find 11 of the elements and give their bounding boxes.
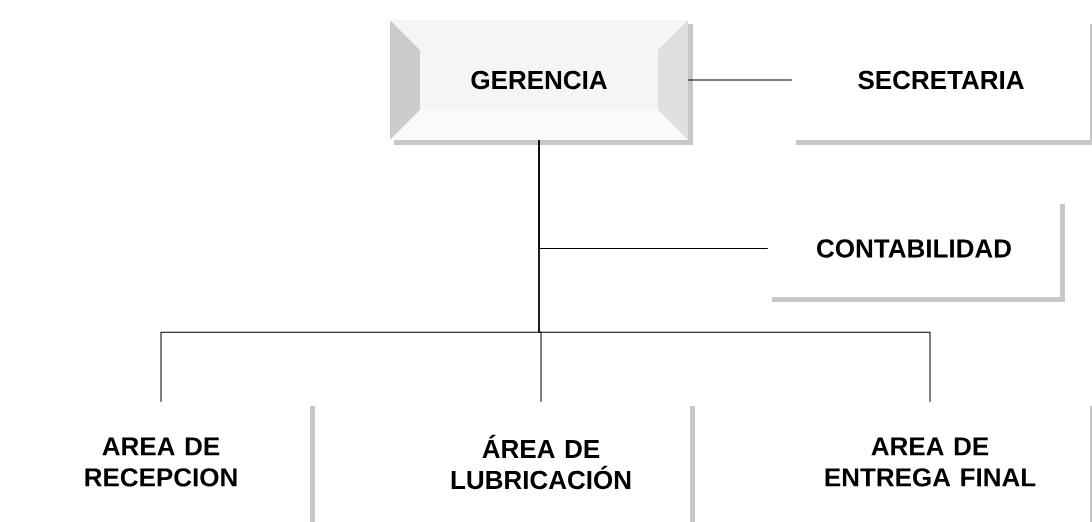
org-box: ÁREA DE LUBRICACIÓN	[392, 402, 695, 522]
connector-line	[687, 79, 793, 81]
node-label: ÁREA DE LUBRICACIÓN	[451, 434, 631, 490]
org-box: SECRETARIA	[792, 20, 1092, 145]
node-label: AREA DE RECEPCION	[85, 437, 237, 487]
connector-line	[538, 139, 931, 403]
org-box: GERENCIA	[390, 20, 693, 145]
org-box: AREA DE ENTREGA FINAL	[770, 402, 1092, 522]
node-label: AREA DE ENTREGA FINAL	[825, 437, 1036, 487]
org-box: CONTABILIDAD	[768, 200, 1065, 302]
org-box: AREA DE RECEPCION	[12, 402, 315, 522]
